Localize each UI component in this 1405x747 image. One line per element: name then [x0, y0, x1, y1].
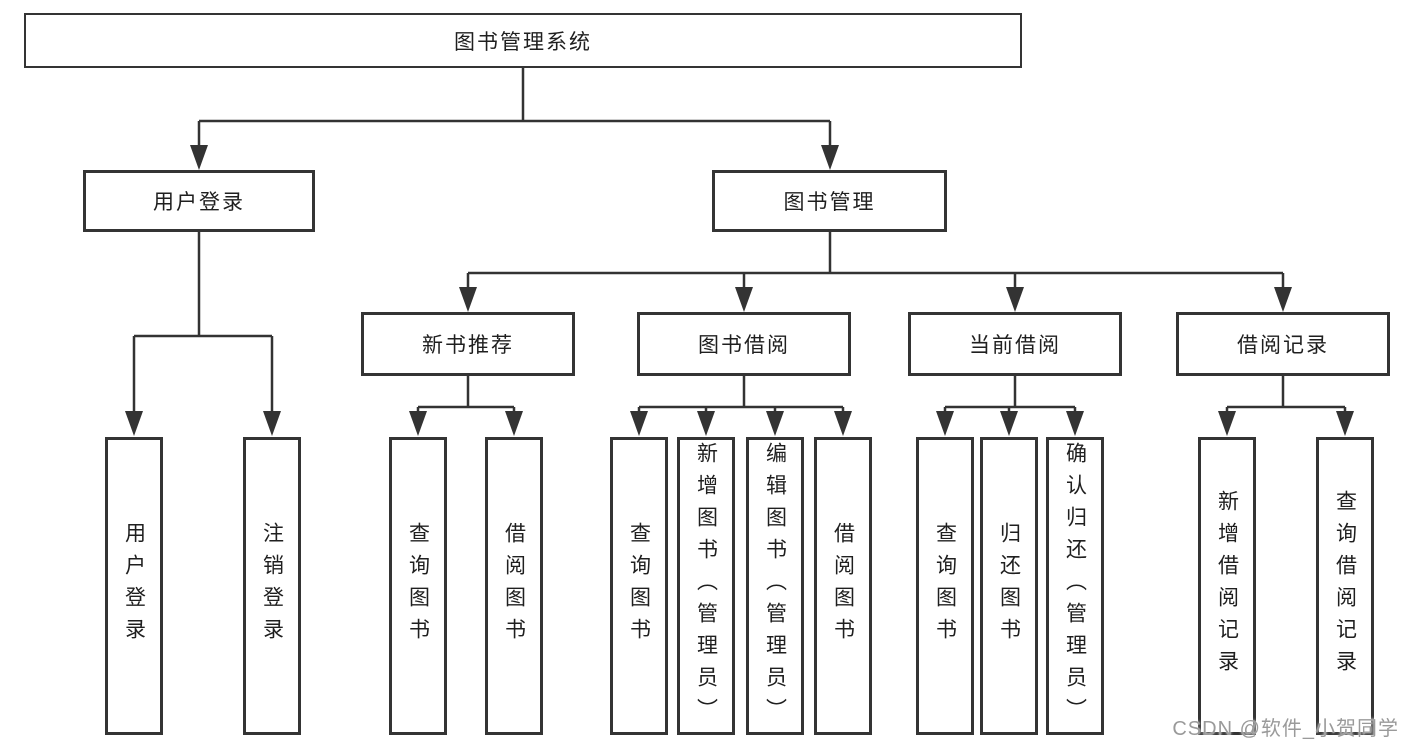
node-new-book-recommend-label: 新书推荐 — [422, 334, 514, 357]
leaf-current-query-books: 查询图书 — [916, 437, 974, 735]
arrowhead — [834, 411, 852, 436]
node-book-management: 图书管理 — [712, 170, 947, 232]
leaf-records-query-borrow-record-label: 查询借阅记录 — [1333, 490, 1357, 682]
leaf-recommend-borrow-books: 借阅图书 — [485, 437, 543, 735]
node-book-borrow-label: 图书借阅 — [698, 334, 790, 357]
arrowhead — [630, 411, 648, 436]
node-user-login-label: 用户登录 — [153, 191, 245, 214]
node-root-label: 图书管理系统 — [454, 30, 592, 54]
leaf-borrow-add-books-admin: 新增图书（管理员） — [677, 437, 735, 735]
arrowhead — [697, 411, 715, 436]
leaf-borrow-edit-books-admin: 编辑图书（管理员） — [746, 437, 804, 735]
node-book-borrow: 图书借阅 — [637, 312, 851, 376]
arrowhead — [459, 287, 477, 312]
arrowhead — [125, 411, 143, 436]
arrowhead — [1274, 287, 1292, 312]
node-current-borrow: 当前借阅 — [908, 312, 1122, 376]
leaf-borrow-borrow-books-label: 借阅图书 — [831, 522, 855, 650]
csdn-watermark: CSDN @软件_小贺同学 — [1172, 718, 1399, 740]
leaf-recommend-query-books-label: 查询图书 — [406, 522, 430, 650]
arrowhead — [936, 411, 954, 436]
leaf-borrow-edit-books-admin-label: 编辑图书（管理员） — [763, 442, 787, 730]
node-new-book-recommend: 新书推荐 — [361, 312, 575, 376]
arrowhead — [1066, 411, 1084, 436]
arrowhead — [1336, 411, 1354, 436]
leaf-borrow-query-books-label: 查询图书 — [627, 522, 651, 650]
leaf-current-confirm-return-admin-label: 确认归还（管理员） — [1063, 442, 1087, 730]
node-root: 图书管理系统 — [24, 13, 1022, 68]
node-book-management-label: 图书管理 — [783, 191, 876, 214]
leaf-records-query-borrow-record: 查询借阅记录 — [1316, 437, 1374, 735]
leaf-borrow-query-books: 查询图书 — [610, 437, 668, 735]
node-user-login: 用户登录 — [83, 170, 315, 232]
leaf-records-add-borrow-record: 新增借阅记录 — [1198, 437, 1256, 735]
arrowhead — [1218, 411, 1236, 436]
arrowhead — [263, 411, 281, 436]
leaf-recommend-borrow-books-label: 借阅图书 — [502, 522, 526, 650]
leaf-current-confirm-return-admin: 确认归还（管理员） — [1046, 437, 1104, 735]
leaf-user-login-label: 用户登录 — [122, 522, 146, 650]
arrowhead — [735, 287, 753, 312]
leaf-current-return-books-label: 归还图书 — [997, 522, 1021, 650]
leaf-recommend-query-books: 查询图书 — [389, 437, 447, 735]
arrowhead — [1000, 411, 1018, 436]
arrowhead — [821, 145, 839, 170]
node-current-borrow-label: 当前借阅 — [969, 334, 1061, 357]
arrowhead — [409, 411, 427, 436]
arrowhead — [190, 145, 208, 170]
leaf-records-add-borrow-record-label: 新增借阅记录 — [1215, 490, 1239, 682]
arrowhead — [1006, 287, 1024, 312]
arrowhead — [766, 411, 784, 436]
leaf-borrow-borrow-books: 借阅图书 — [814, 437, 872, 735]
leaf-borrow-add-books-admin-label: 新增图书（管理员） — [694, 442, 718, 730]
leaf-logout: 注销登录 — [243, 437, 301, 735]
node-borrow-records-label: 借阅记录 — [1237, 334, 1329, 357]
node-borrow-records: 借阅记录 — [1176, 312, 1390, 376]
leaf-current-query-books-label: 查询图书 — [933, 522, 957, 650]
leaf-logout-label: 注销登录 — [260, 522, 284, 650]
leaf-current-return-books: 归还图书 — [980, 437, 1038, 735]
leaf-user-login: 用户登录 — [105, 437, 163, 735]
arrowhead — [505, 411, 523, 436]
